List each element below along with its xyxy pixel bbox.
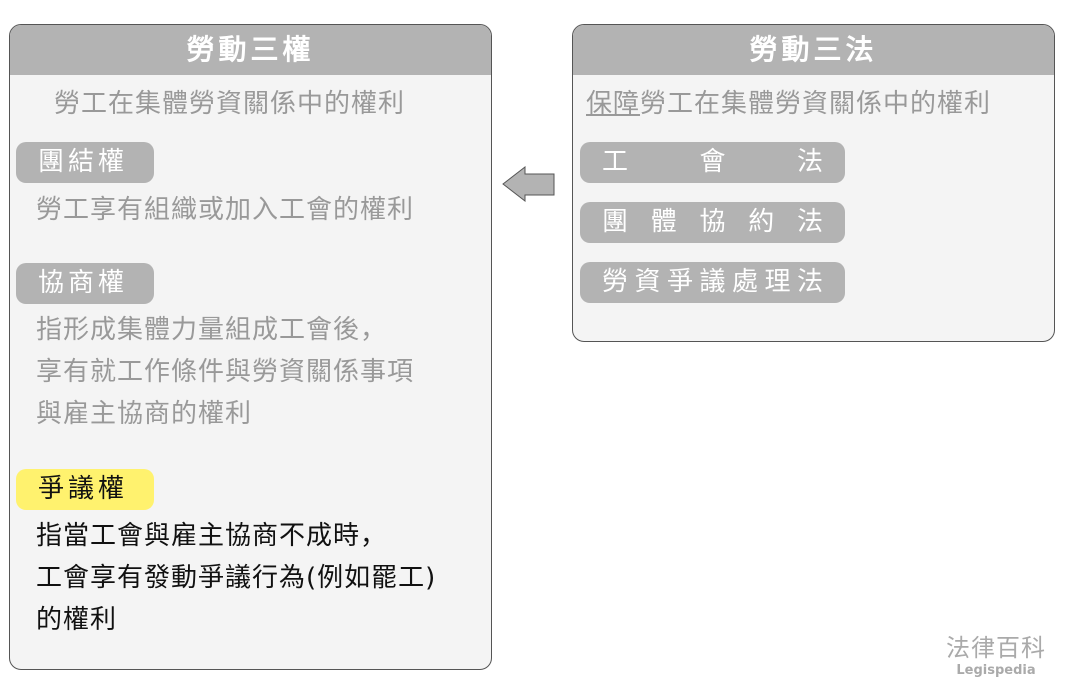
desc-line: 指形成集體力量組成工會後， xyxy=(36,315,388,345)
desc-line: 指當工會與雇主協商不成時， xyxy=(36,521,388,551)
panel-title: 勞動三權 xyxy=(10,25,491,75)
desc-line: 勞工享有組織或加入工會的權利 xyxy=(36,195,415,225)
right-tag-association: 團結權 xyxy=(16,142,154,183)
law-dispute-settlement-act: 勞資爭議處理法 xyxy=(580,262,845,303)
watermark-en: Legispedia xyxy=(956,663,1036,678)
panel-title: 勞動三法 xyxy=(573,25,1054,75)
desc-line: 與雇主協商的權利 xyxy=(36,399,253,429)
right-desc-bargaining: 指形成集體力量組成工會後， 享有就工作條件與勞資關係事項 與雇主協商的權利 xyxy=(36,309,414,435)
panel-subtitle: 保障勞工在集體勞資關係中的權利 xyxy=(586,83,991,120)
subtitle-underlined: 保障 xyxy=(586,89,641,119)
panel-subtitle: 勞工在集體勞資關係中的權利 xyxy=(54,89,406,119)
watermark-logo: 法律百科 Legispedia xyxy=(946,628,1046,678)
labor-laws-panel: 勞動三法 保障勞工在集體勞資關係中的權利 工會法 團體協約法 勞資爭議處理法 xyxy=(572,24,1055,342)
right-tag-bargaining: 協商權 xyxy=(16,263,154,304)
right-tag-dispute: 爭議權 xyxy=(16,469,154,510)
arrow-left-icon xyxy=(502,166,555,202)
subtitle-rest: 勞工在集體勞資關係中的權利 xyxy=(640,89,992,119)
desc-line: 的權利 xyxy=(36,605,118,635)
labor-rights-panel: 勞動三權 勞工在集體勞資關係中的權利 團結權 勞工享有組織或加入工會的權利 協商… xyxy=(9,24,492,670)
right-desc-association: 勞工享有組織或加入工會的權利 xyxy=(36,189,414,231)
desc-line: 享有就工作條件與勞資關係事項 xyxy=(36,357,415,387)
desc-line: 工會享有發動爭議行為(例如罷工) xyxy=(36,563,437,593)
law-collective-agreement-act: 團體協約法 xyxy=(580,202,845,243)
watermark-zh: 法律百科 xyxy=(946,634,1046,662)
right-desc-dispute: 指當工會與雇主協商不成時， 工會享有發動爭議行為(例如罷工) 的權利 xyxy=(36,515,436,641)
law-union-act: 工會法 xyxy=(580,142,845,183)
